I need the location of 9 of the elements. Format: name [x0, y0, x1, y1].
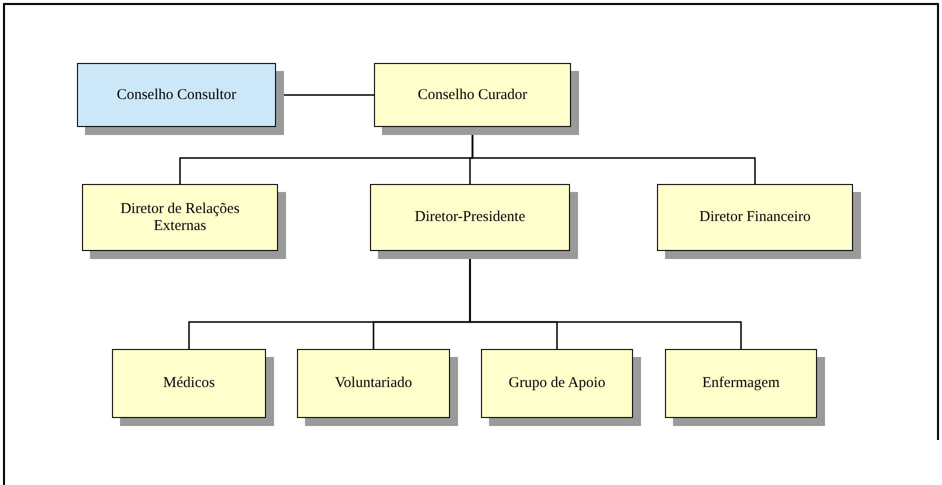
box-label: Voluntariado	[334, 375, 412, 392]
box-label: Diretor Financeiro	[699, 209, 811, 226]
box-label: Diretor de Relações Externas	[119, 200, 241, 234]
box-label: Grupo de Apoio	[508, 375, 606, 392]
box-label: Médicos	[163, 375, 215, 392]
box-label: Conselho Consultor	[116, 86, 236, 104]
box-label: Conselho Curador	[418, 86, 528, 104]
box-label: Diretor-Presidente	[414, 209, 526, 226]
box-label: Enfermagem	[702, 375, 780, 392]
